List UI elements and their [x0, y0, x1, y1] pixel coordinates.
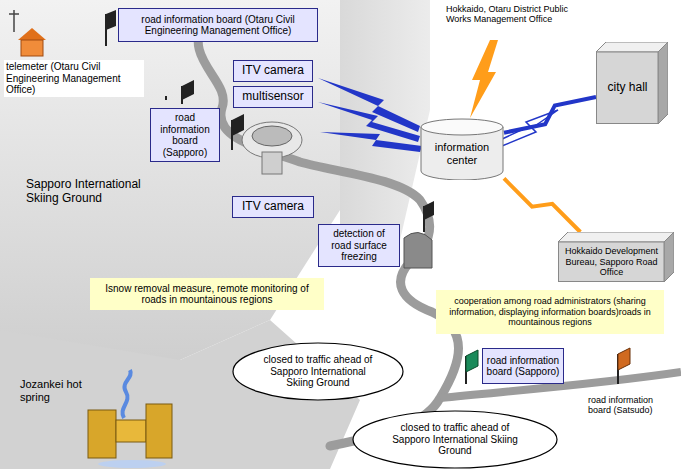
- sign-label: road information board (Satsudo): [586, 394, 678, 417]
- place-label: Jozankei hot spring: [20, 378, 84, 403]
- area-label: Sapporo International Skiing Ground: [26, 178, 156, 206]
- telemeter-icon: [9, 10, 46, 56]
- text-area: Hokkaido Development Bureau, Sapporo Roa…: [558, 232, 674, 282]
- text-area: information center: [420, 118, 504, 180]
- node-text: closed to traffic ahead of Sapporo Inter…: [256, 354, 380, 389]
- node-text: Isnow removal measure, remote monitoring…: [93, 283, 321, 306]
- sign-box: road information board (Sapporo): [150, 108, 220, 162]
- jozankei-buildings: [88, 370, 172, 468]
- node-text: detection of road surface freezing: [322, 228, 396, 263]
- sign-box: road information board (Otaru Civil Engi…: [118, 8, 318, 42]
- callout-ellipse: closed to traffic ahead of Sapporo Inter…: [232, 342, 404, 401]
- center-cylinder: information center: [420, 118, 504, 180]
- office-cube: Hokkaido Development Bureau, Sapporo Roa…: [558, 232, 674, 282]
- text-area: closed to traffic ahead of Sapporo Inter…: [352, 410, 558, 469]
- radio-bolt-otaru: [470, 40, 498, 118]
- device-box: ITV camera: [233, 60, 313, 82]
- place-label: telemeter (Otaru Civil Engineering Manag…: [4, 60, 144, 97]
- node-text: Hokkaido Development Bureau, Sapporo Roa…: [561, 246, 662, 277]
- text-area: road information board (Sapporo): [151, 109, 219, 161]
- node-text: closed to traffic ahead of Sapporo Inter…: [381, 422, 529, 457]
- radio-link: [504, 97, 596, 133]
- text-area: Isnow removal measure, remote monitoring…: [90, 278, 324, 310]
- node-text: multisensor: [242, 90, 303, 104]
- measure-note: Isnow removal measure, remote monitoring…: [90, 278, 324, 310]
- node-text: ITV camera: [242, 200, 304, 214]
- text-area: road information board (Sapporo): [483, 349, 563, 383]
- building-cube: city hall: [596, 42, 668, 124]
- mountain-ridge: [340, 0, 430, 240]
- device-box: multisensor: [233, 86, 313, 108]
- node-text: road information board (Otaru Civil Engi…: [122, 14, 314, 37]
- snow-shed: [404, 232, 432, 268]
- mountain-road: [198, 18, 458, 446]
- text-area: detection of road surface freezing: [319, 225, 399, 266]
- measure-note: cooperation among road administrators (s…: [436, 290, 664, 334]
- node-text: city hall: [607, 81, 647, 95]
- text-area: road information board (Otaru Civil Engi…: [119, 9, 317, 41]
- radio-link: [504, 178, 580, 232]
- node-text: road information board (Sapporo): [486, 355, 560, 378]
- callout-ellipse: closed to traffic ahead of Sapporo Inter…: [352, 410, 558, 469]
- node-text: information center: [424, 141, 500, 166]
- text-area: cooperation among road administrators (s…: [436, 290, 664, 334]
- multisensor-device: [242, 122, 302, 174]
- text-area: city hall: [596, 42, 668, 124]
- office-label: Hokkaido, Otaru District Public Works Ma…: [446, 4, 594, 25]
- node-text: cooperation among road administrators (s…: [439, 296, 661, 327]
- text-area: multisensor: [234, 87, 312, 107]
- device-box: ITV camera: [232, 196, 314, 218]
- node-text: ITV camera: [242, 64, 304, 78]
- text-area: ITV camera: [234, 61, 312, 81]
- text-area: closed to traffic ahead of Sapporo Inter…: [232, 342, 404, 401]
- sensor-box: detection of road surface freezing: [318, 224, 400, 267]
- sign-box: road information board (Sapporo): [482, 348, 564, 384]
- node-text: road information board (Sapporo): [154, 112, 216, 158]
- text-area: ITV camera: [233, 197, 313, 217]
